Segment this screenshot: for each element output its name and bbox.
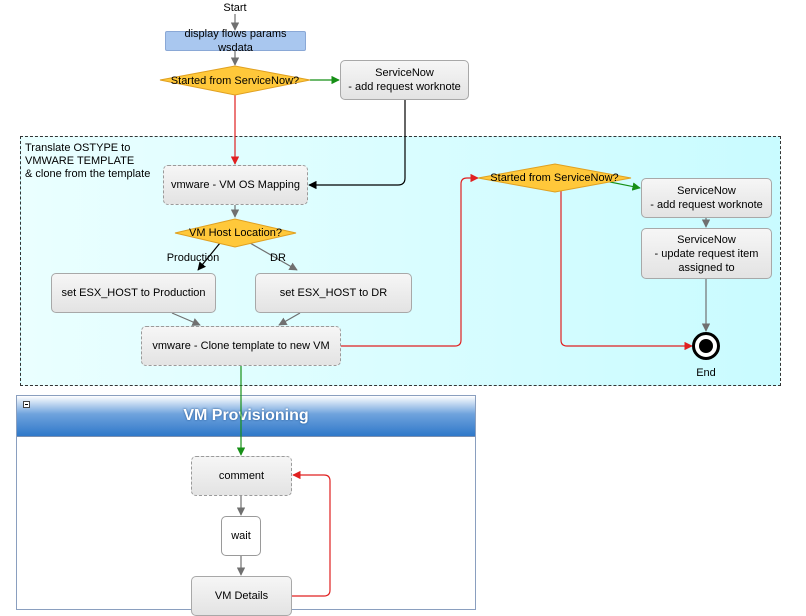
edge-dr-clone bbox=[278, 312, 301, 326]
set-esx-production-label: set ESX_HOST to Production bbox=[61, 287, 206, 299]
end-event-inner bbox=[699, 339, 713, 353]
display-flows-label: display flows params wsdata bbox=[184, 28, 287, 54]
edge-label-dr: DR bbox=[270, 252, 286, 264]
set-esx-dr-label: set ESX_HOST to DR bbox=[279, 287, 388, 299]
vm-details-label: VM Details bbox=[214, 590, 269, 602]
edge-host-production bbox=[197, 242, 221, 271]
pool-header bbox=[17, 396, 475, 437]
wait-label: wait bbox=[231, 530, 251, 542]
set-esx-production-node[interactable]: set ESX_HOST to Production bbox=[51, 273, 216, 313]
servicenow-worknote-node-2[interactable]: ServiceNow - add request worknote bbox=[641, 178, 772, 218]
edge-production-clone bbox=[171, 312, 201, 326]
vm-os-mapping-node[interactable]: vmware - VM OS Mapping bbox=[163, 165, 308, 205]
clone-template-node[interactable]: vmware - Clone template to new VM bbox=[141, 326, 341, 366]
display-flows-node[interactable]: display flows params wsdata bbox=[165, 28, 306, 54]
decision-vm-host-location-label[interactable]: VM Host Location? bbox=[189, 227, 282, 239]
edge-decision2-end bbox=[560, 191, 693, 351]
comment-node[interactable]: comment bbox=[191, 456, 292, 496]
group-title: Translate OSTYPE to VMWARE TEMPLATE & cl… bbox=[25, 142, 151, 180]
collapse-icon[interactable] bbox=[23, 401, 30, 408]
vm-details-node[interactable]: VM Details bbox=[191, 576, 292, 616]
edge-vmdetails-comment bbox=[292, 470, 331, 597]
vm-os-mapping-label: vmware - VM OS Mapping bbox=[171, 179, 300, 191]
servicenow-update-item-label: ServiceNow - update request item assigne… bbox=[654, 233, 759, 274]
servicenow-worknote-label-2: ServiceNow - add request worknote bbox=[650, 185, 763, 211]
servicenow-update-item-node[interactable]: ServiceNow - update request item assigne… bbox=[641, 228, 772, 279]
decision-started-servicenow-2-label[interactable]: Started from ServiceNow? bbox=[490, 172, 619, 184]
set-esx-dr-node[interactable]: set ESX_HOST to DR bbox=[255, 273, 412, 313]
vm-provisioning-pool[interactable]: VM Provisioning bbox=[16, 395, 476, 610]
edge-host-dr bbox=[249, 242, 298, 271]
edge-label-production: Production bbox=[166, 252, 220, 264]
edge-clone-decision2 bbox=[341, 173, 479, 347]
flow-canvas bbox=[159, 14, 720, 597]
decision-started-servicenow-1 bbox=[159, 65, 311, 96]
wait-node[interactable]: wait bbox=[221, 516, 261, 556]
edge-sn1-osmapping bbox=[308, 100, 406, 190]
end-label: End bbox=[696, 367, 716, 379]
comment-label: comment bbox=[218, 470, 265, 482]
start-label: Start bbox=[223, 2, 247, 14]
servicenow-worknote-node-1[interactable]: ServiceNow - add request worknote bbox=[340, 60, 469, 100]
pool-title: VM Provisioning bbox=[183, 407, 309, 424]
servicenow-worknote-label-1: ServiceNow - add request worknote bbox=[348, 67, 461, 93]
decision-started-servicenow-1-label[interactable]: Started from ServiceNow? bbox=[170, 74, 300, 87]
decision-vm-host-location bbox=[174, 218, 297, 248]
decision-started-servicenow-2 bbox=[477, 163, 632, 193]
clone-template-label: vmware - Clone template to new VM bbox=[152, 340, 330, 352]
